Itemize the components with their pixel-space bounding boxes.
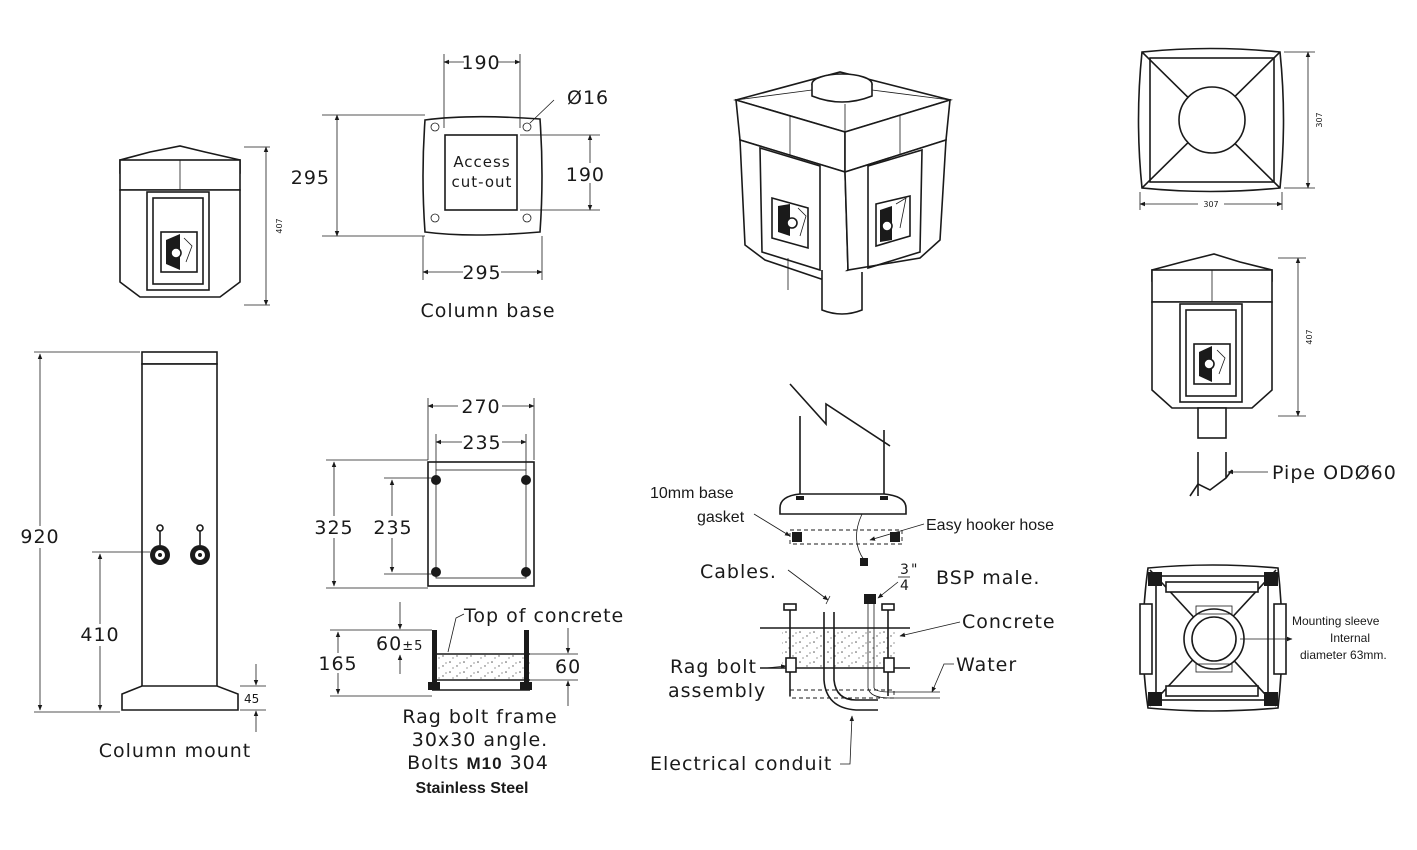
column-mount-caption: Column mount xyxy=(99,740,251,762)
total-depth-dim: 165 xyxy=(318,653,357,675)
top-view-height-dim: 307 xyxy=(1315,112,1324,127)
rag-frame-caption-4: Stainless Steel xyxy=(416,780,529,797)
frame-outer-height-dim: 325 xyxy=(314,517,353,539)
small-cabinet-height-dim: 407 xyxy=(275,218,284,233)
sleeve-note-3: diameter 63mm. xyxy=(1300,648,1387,662)
bsp-fraction-den: 4 xyxy=(900,578,909,594)
column-base-drawing: Access cut-out 190 Ø16 295 190 295 Colum… xyxy=(291,52,609,322)
water-label: Water xyxy=(956,654,1017,676)
outlet-socket-icon xyxy=(771,196,809,250)
cutout-height-dim: 190 xyxy=(566,164,605,186)
cabinet-front-pipe: 407 Pipe ODØ60 xyxy=(1151,253,1397,497)
pipe-section: Pipe ODØ60 xyxy=(1189,452,1397,497)
column-base-height-dim: 45 xyxy=(244,692,259,706)
top-view-width-dim: 307 xyxy=(1203,200,1218,209)
pipe-cabinet-height-dim: 407 xyxy=(1305,329,1314,344)
cabinet-front-small: 407 xyxy=(119,145,284,306)
electrical-conduit-label: Electrical conduit xyxy=(650,753,832,775)
base-top-width-dim: 190 xyxy=(461,52,500,74)
bsp-fraction-mark: " xyxy=(911,562,917,578)
base-bottom-width-dim: 295 xyxy=(462,262,501,284)
rag-frame-caption-1: Rag bolt frame xyxy=(402,706,557,728)
sleeve-note-1: Mounting sleeve xyxy=(1292,614,1380,628)
gasket-label-2: gasket xyxy=(697,509,745,526)
frame-inner-height-dim: 235 xyxy=(373,517,412,539)
base-height-dim: 295 xyxy=(291,167,330,189)
bsp-fraction-num: 3 xyxy=(900,562,909,578)
tap-icon xyxy=(190,524,210,565)
installation-section-drawing: 10mm base gasket Easy hooker hose Cables… xyxy=(650,383,1056,775)
outlet-socket-icon xyxy=(875,194,911,248)
outlet-socket-icon xyxy=(1193,343,1231,385)
outlet-socket-icon xyxy=(160,231,198,273)
access-cutout-label-2: cut-out xyxy=(452,173,513,191)
concrete-depth-dim: 60 xyxy=(555,656,581,678)
column-base-caption: Column base xyxy=(420,300,555,322)
sleeve-note-2: Internal xyxy=(1330,631,1370,645)
easy-hooker-hose-label: Easy hooker hose xyxy=(926,517,1054,534)
frame-inner-width-dim: 235 xyxy=(462,432,501,454)
tap-icon xyxy=(150,524,170,565)
access-cutout-label-1: Access xyxy=(453,153,510,171)
cables-label: Cables. xyxy=(700,561,777,583)
rag-bolt-assembly-label-2: assembly xyxy=(668,680,766,702)
rag-bolt-assembly-label-1: Rag bolt xyxy=(670,656,757,678)
rag-frame-caption-3: Bolts M10 304 xyxy=(407,752,549,774)
bsp-male-label: BSP male. xyxy=(936,567,1040,589)
rag-frame-caption-2: 30x30 angle. xyxy=(412,729,548,751)
gasket-label-1: 10mm base xyxy=(650,485,734,502)
cabinet-bottom-view: Mounting sleeve Internal diameter 63mm. xyxy=(1139,564,1387,712)
cabinet-top-view: 307 307 xyxy=(1137,47,1324,210)
concrete-label: Concrete xyxy=(962,611,1056,633)
cabinet-isometric xyxy=(733,71,953,315)
bolt-hole-diameter-dim: Ø16 xyxy=(567,87,609,109)
pipe-od-label: Pipe ODØ60 xyxy=(1272,462,1397,484)
column-mount-drawing: 920 410 45 Column mount xyxy=(20,351,266,762)
outlet-height-dim: 410 xyxy=(80,624,119,646)
column-total-height-dim: 920 xyxy=(20,526,59,548)
frame-outer-width-dim: 270 xyxy=(461,396,500,418)
top-of-concrete-label: Top of concrete xyxy=(463,605,624,627)
embed-depth-dim: 60±5 xyxy=(376,633,423,655)
rag-bolt-frame-drawing: 270 235 325 235 Top of concrete 60±5 165 xyxy=(312,396,624,797)
